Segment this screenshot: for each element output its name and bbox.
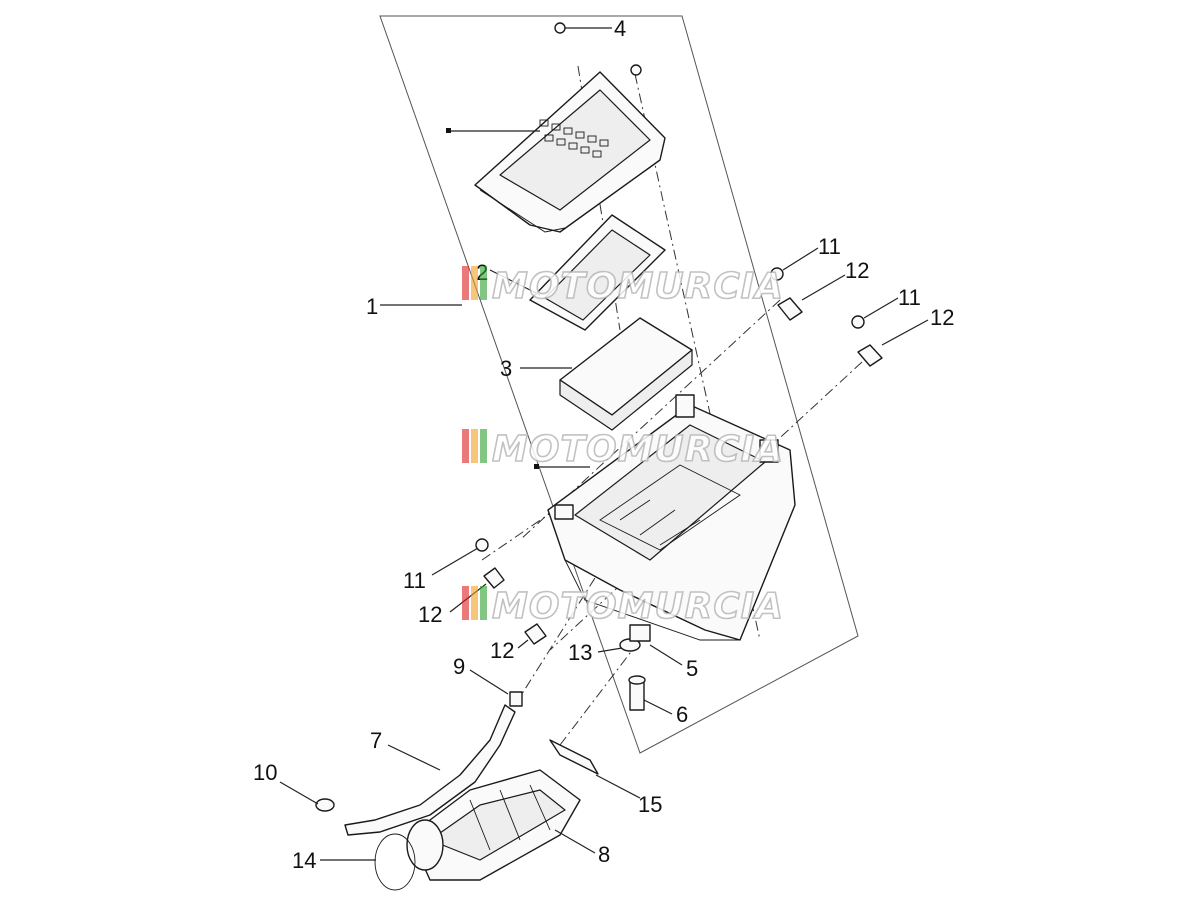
clamps: [315, 739, 599, 891]
intake-duct: [406, 769, 581, 881]
airbox-cover: [474, 71, 666, 233]
callout-6: 6: [676, 702, 688, 727]
screws-4: [554, 22, 642, 76]
callout-11c: 11: [403, 568, 426, 593]
airbox-body: [547, 394, 796, 641]
callout-11b: 11: [898, 285, 921, 310]
leader-lines: [279, 27, 929, 861]
callout-12c: 12: [418, 602, 442, 627]
svg-text:MOTOMURCIA: MOTOMURCIA: [492, 586, 784, 627]
callout-15: 15: [638, 792, 662, 817]
callout-labels: 1 2 3 4 5 6 7 8 9 10 11 11 11 12 12 12 1…: [253, 16, 954, 873]
marker-body: [534, 464, 539, 469]
callout-4: 4: [614, 16, 626, 41]
callout-12a: 12: [845, 258, 869, 283]
callout-13: 13: [568, 640, 592, 665]
fittings: [509, 624, 651, 711]
callout-11a: 11: [818, 234, 841, 259]
watermark-3: MOTOMURCIA: [462, 585, 784, 628]
watermark-1: MOTOMURCIA: [462, 265, 784, 308]
callout-12d: 12: [490, 638, 514, 663]
callout-3: 3: [500, 356, 512, 381]
watermark-2: MOTOMURCIA: [462, 428, 784, 471]
callout-9: 9: [453, 654, 465, 679]
filter-frame: [529, 214, 666, 331]
callout-7: 7: [370, 728, 382, 753]
callout-12b: 12: [930, 305, 954, 330]
callout-10: 10: [253, 760, 277, 785]
callout-14: 14: [292, 848, 316, 873]
filter-element: [559, 317, 693, 431]
drain-hose: [344, 704, 516, 836]
callout-1: 1: [366, 294, 378, 319]
screws-11: [475, 267, 865, 552]
svg-text:MOTOMURCIA: MOTOMURCIA: [492, 429, 784, 470]
callout-5: 5: [686, 656, 698, 681]
callout-8: 8: [598, 842, 610, 867]
clips-12: [483, 297, 883, 645]
svg-text:MOTOMURCIA: MOTOMURCIA: [492, 266, 784, 307]
marker-cover: [446, 128, 451, 133]
